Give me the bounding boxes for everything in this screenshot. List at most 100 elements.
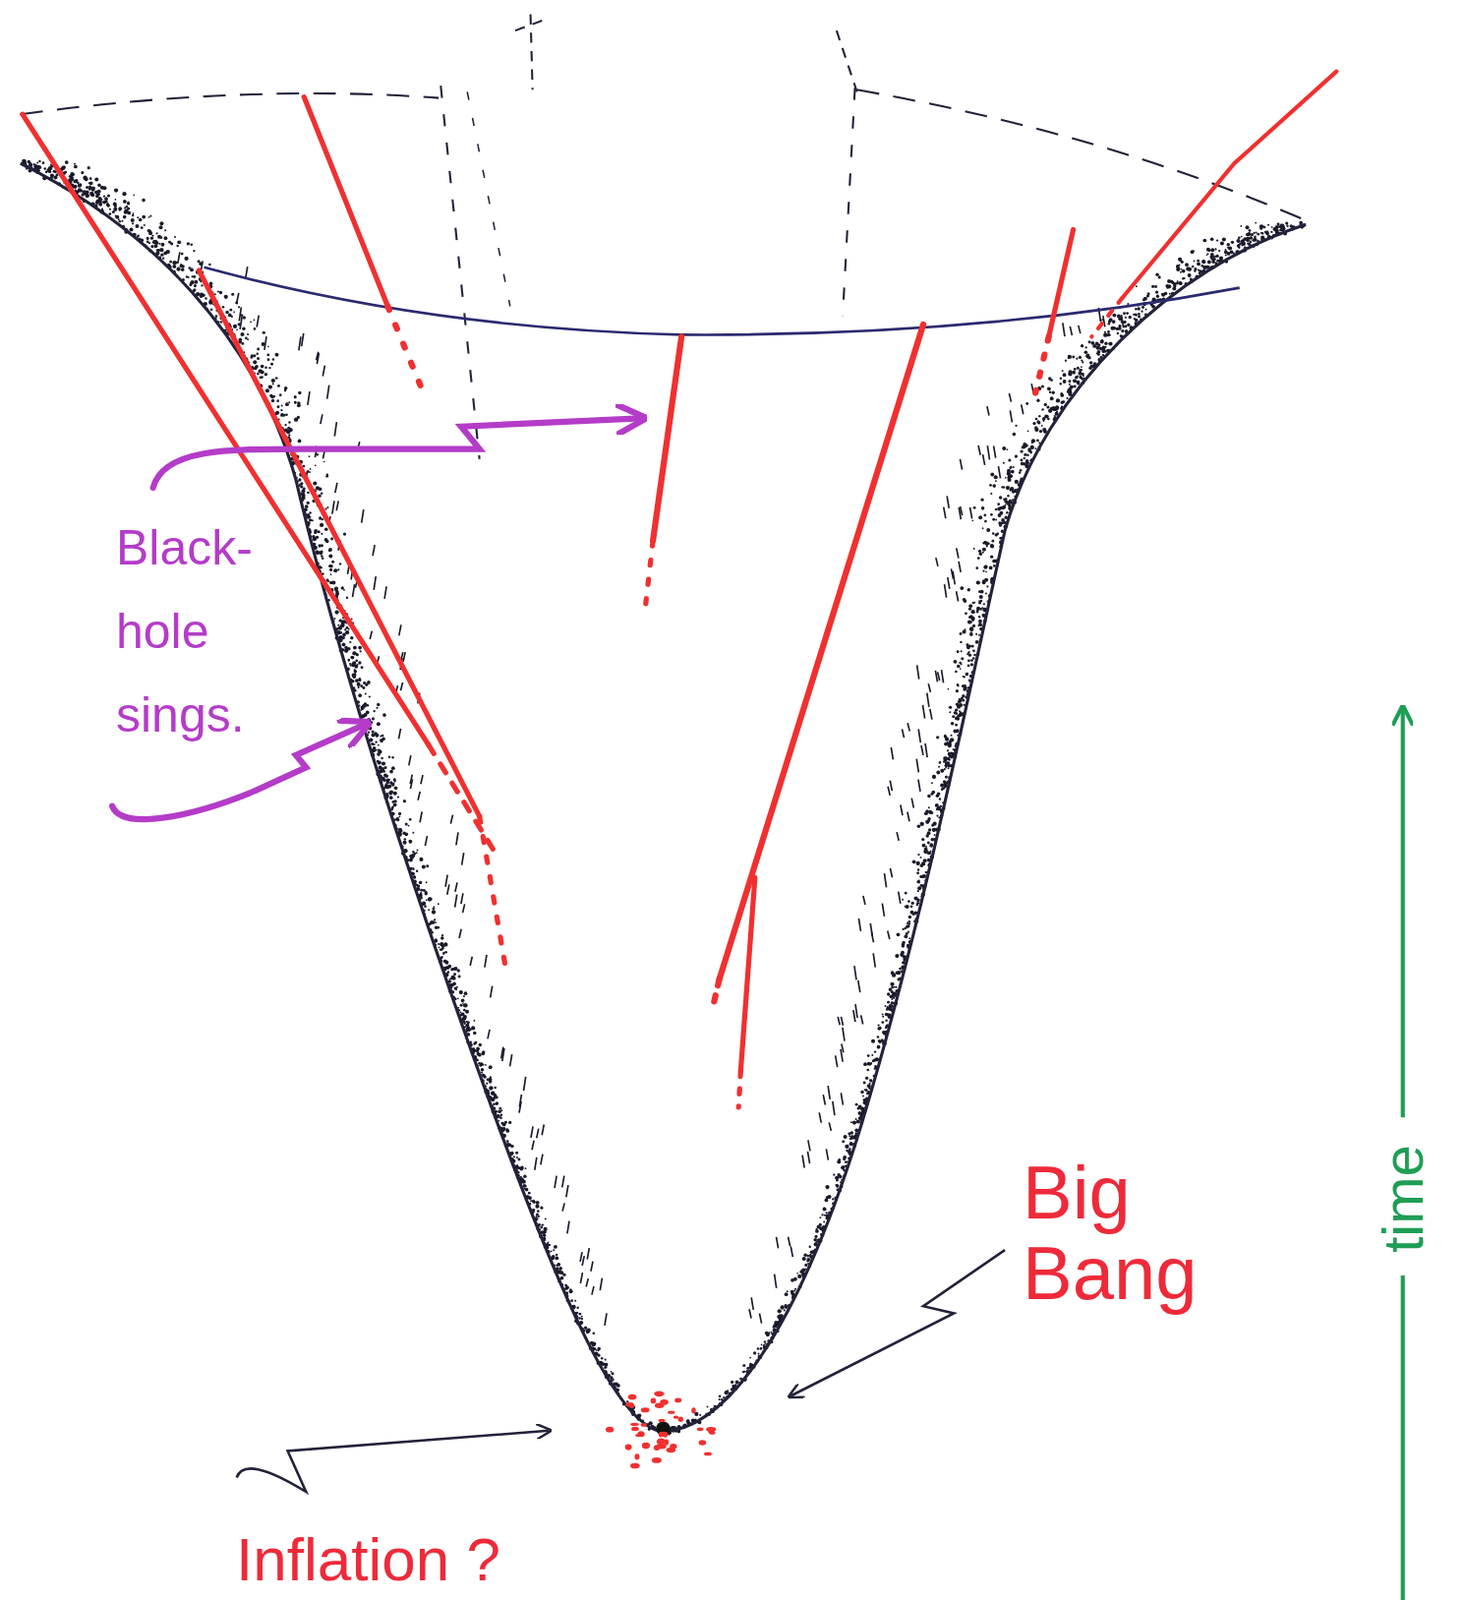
stipple-dot <box>136 216 139 219</box>
stipple-dot <box>353 668 356 671</box>
stipple-dash <box>536 1128 539 1139</box>
stipple-dot <box>360 705 365 710</box>
stipple-dot <box>472 1042 476 1046</box>
stipple-dot <box>978 619 983 624</box>
stipple-dash <box>424 835 427 846</box>
stipple-dash <box>417 791 420 801</box>
stipple-dot <box>440 947 444 951</box>
stipple-dot <box>349 641 352 644</box>
stipple-dot <box>468 1028 471 1031</box>
stipple-dot <box>312 480 317 485</box>
stipple-dot <box>482 1074 486 1078</box>
stipple-dot <box>364 693 367 696</box>
stipple-dot <box>535 1212 539 1216</box>
stipple-dot <box>132 193 135 196</box>
stipple-dot <box>151 234 154 237</box>
stipple-dot <box>187 266 191 270</box>
stipple-dot <box>255 364 259 368</box>
stipple-dot <box>313 528 318 533</box>
stipple-dash <box>604 1312 607 1325</box>
stipple-dot <box>138 218 142 222</box>
stipple-dot <box>451 975 456 980</box>
stipple-dot <box>1051 391 1055 395</box>
stipple-dot <box>371 733 376 738</box>
stipple-dot <box>43 167 47 171</box>
stipple-dot <box>389 780 394 785</box>
stipple-dot <box>649 1421 652 1424</box>
stipple-dash <box>519 1101 522 1113</box>
stipple-dot <box>989 566 994 571</box>
stipple-dot <box>376 760 380 763</box>
stipple-dot <box>103 194 106 197</box>
stipple-dot <box>744 1370 747 1373</box>
stipple-dot <box>143 224 146 227</box>
stipple-dot <box>82 189 87 194</box>
stipple-dot <box>878 1039 881 1043</box>
stipple-dot <box>493 1086 497 1090</box>
stipple-dot <box>241 327 246 332</box>
stipple-dot <box>235 328 238 331</box>
stipple-dot <box>542 1235 545 1238</box>
stipple-dot <box>542 1232 546 1236</box>
stipple-dot <box>448 978 451 981</box>
stipple-dot <box>150 235 154 239</box>
stipple-dot <box>180 268 185 273</box>
stipple-dot <box>224 294 229 299</box>
stipple-dot <box>841 1139 845 1143</box>
stipple-dot <box>581 1317 584 1320</box>
stipple-dot <box>158 242 161 245</box>
stipple-dot <box>339 562 342 565</box>
stipple-dot <box>360 665 364 669</box>
stipple-dot <box>990 472 995 477</box>
stipple-dot <box>394 786 399 791</box>
stipple-dot <box>297 477 301 481</box>
stipple-dot <box>1109 342 1113 347</box>
stipple-dot <box>892 996 895 999</box>
stipple-dot <box>374 740 377 743</box>
stipple-dot <box>648 1420 653 1425</box>
stipple-dot <box>126 201 130 205</box>
stipple-dot <box>47 168 52 173</box>
stipple-dot <box>260 364 265 369</box>
stipple-dot <box>970 658 974 662</box>
stipple-dot <box>779 1304 784 1309</box>
stipple-dot <box>466 1027 470 1032</box>
stipple-dash <box>316 351 319 361</box>
stipple-dash <box>534 1157 537 1171</box>
stipple-dot <box>169 260 173 264</box>
stipple-dot <box>389 789 394 794</box>
stipple-dot <box>308 455 311 458</box>
stipple-dot <box>393 777 397 781</box>
stipple-dot <box>603 1366 606 1369</box>
stipple-dot <box>268 366 271 369</box>
stipple-dot <box>586 1329 590 1333</box>
stipple-dot <box>85 192 90 197</box>
stipple-dot <box>284 386 289 391</box>
stipple-dot <box>940 788 943 791</box>
stipple-dash <box>566 1184 569 1197</box>
stipple-dot <box>315 550 320 555</box>
stipple-dot <box>597 1348 600 1351</box>
stipple-dot <box>330 536 334 540</box>
stipple-dot <box>358 649 361 652</box>
stipple-dot <box>793 1289 796 1292</box>
stipple-dot <box>345 630 350 635</box>
stipple-dot <box>285 402 290 407</box>
stipple-dot <box>1103 333 1108 338</box>
stipple-dot <box>154 239 158 243</box>
stipple-dot <box>384 784 389 789</box>
stipple-dot <box>183 256 188 261</box>
stipple-dot <box>391 765 396 770</box>
stipple-dot <box>275 376 279 380</box>
stipple-dot <box>960 662 963 665</box>
stipple-dot <box>983 514 987 518</box>
stipple-dot <box>397 795 400 798</box>
stipple-dash <box>591 1286 594 1295</box>
stipple-dot <box>1213 258 1216 261</box>
stipple-dot <box>80 189 84 193</box>
stipple-dot <box>317 529 321 533</box>
stipple-dot <box>1047 386 1052 391</box>
stipple-dash <box>384 585 387 599</box>
stipple-dot <box>350 636 353 640</box>
stipple-dot <box>405 821 409 825</box>
